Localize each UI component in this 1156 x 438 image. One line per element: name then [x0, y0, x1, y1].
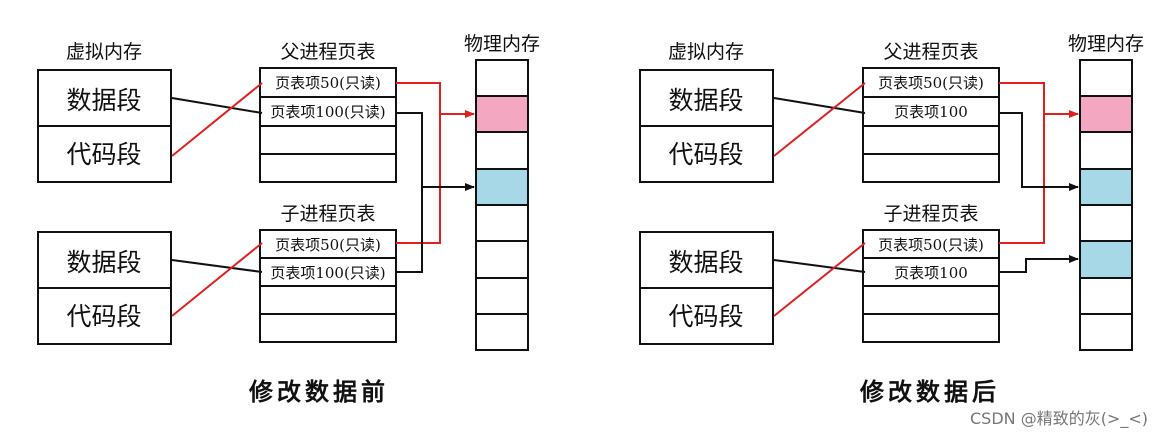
physical-page-blue-original — [1081, 170, 1131, 205]
panel-before: 虚拟内存 父进程页表 子进程页表 物理内存 数据段 代码段 数据段 代码段 页表… — [37, 33, 540, 406]
parent-entry-50: 页表项50(只读) — [878, 74, 984, 92]
parent-50-arrow — [999, 82, 1079, 118]
parent-entry-100: 页表项100(只读) — [270, 103, 385, 121]
parent-data-segment: 数据段 — [66, 86, 141, 115]
parent-code-segment: 代码段 — [668, 140, 743, 169]
child-data-link — [773, 259, 866, 273]
child-50-arrow — [999, 114, 1045, 244]
child-code-segment: 代码段 — [66, 302, 141, 331]
caption-before: 修改数据前 — [248, 377, 389, 406]
parent-data-segment: 数据段 — [668, 86, 743, 115]
child-table-label: 子进程页表 — [280, 203, 375, 225]
child-data-link — [171, 259, 263, 273]
child-entry-100: 页表项100(只读) — [270, 264, 385, 282]
parent-100-arrow — [396, 112, 475, 191]
child-100-arrow — [396, 187, 423, 273]
parent-code-link — [171, 82, 263, 157]
child-entry-50: 页表项50(只读) — [275, 236, 381, 254]
caption-after: 修改数据后 — [859, 377, 1000, 406]
parent-100-arrow — [999, 112, 1079, 191]
child-code-link — [773, 242, 866, 317]
watermark: CSDN @精致的灰(>_<) — [970, 409, 1148, 429]
child-entry-100: 页表项100 — [894, 264, 968, 282]
child-50-arrow — [396, 114, 441, 244]
child-code-link — [171, 242, 263, 317]
parent-entry-50: 页表项50(只读) — [275, 74, 381, 92]
virtual-memory-label: 虚拟内存 — [66, 41, 142, 63]
physical-page-pink — [1081, 97, 1131, 132]
parent-50-arrow — [396, 82, 475, 118]
parent-code-segment: 代码段 — [66, 140, 141, 169]
panel-after: 虚拟内存 父进程页表 子进程页表 物理内存 数据段 代码段 数据段 代码段 页表… — [639, 33, 1144, 406]
child-table-label: 子进程页表 — [883, 203, 978, 225]
child-data-segment: 数据段 — [668, 248, 743, 277]
parent-table-label: 父进程页表 — [280, 41, 375, 63]
child-data-segment: 数据段 — [66, 248, 141, 277]
child-entry-50: 页表项50(只读) — [878, 236, 984, 254]
parent-table-label: 父进程页表 — [883, 41, 978, 63]
child-code-segment: 代码段 — [668, 302, 743, 331]
parent-data-link — [171, 97, 263, 114]
parent-code-link — [773, 82, 866, 157]
physical-page-pink — [477, 97, 527, 132]
physical-page-blue — [477, 170, 527, 205]
parent-data-link — [773, 97, 866, 114]
child-100-arrow — [999, 255, 1079, 273]
physical-memory-label: 物理内存 — [1068, 33, 1144, 55]
virtual-memory-label: 虚拟内存 — [668, 41, 744, 63]
physical-page-blue-copy — [1081, 242, 1131, 277]
physical-memory-label: 物理内存 — [464, 33, 540, 55]
parent-entry-100: 页表项100 — [894, 103, 968, 121]
